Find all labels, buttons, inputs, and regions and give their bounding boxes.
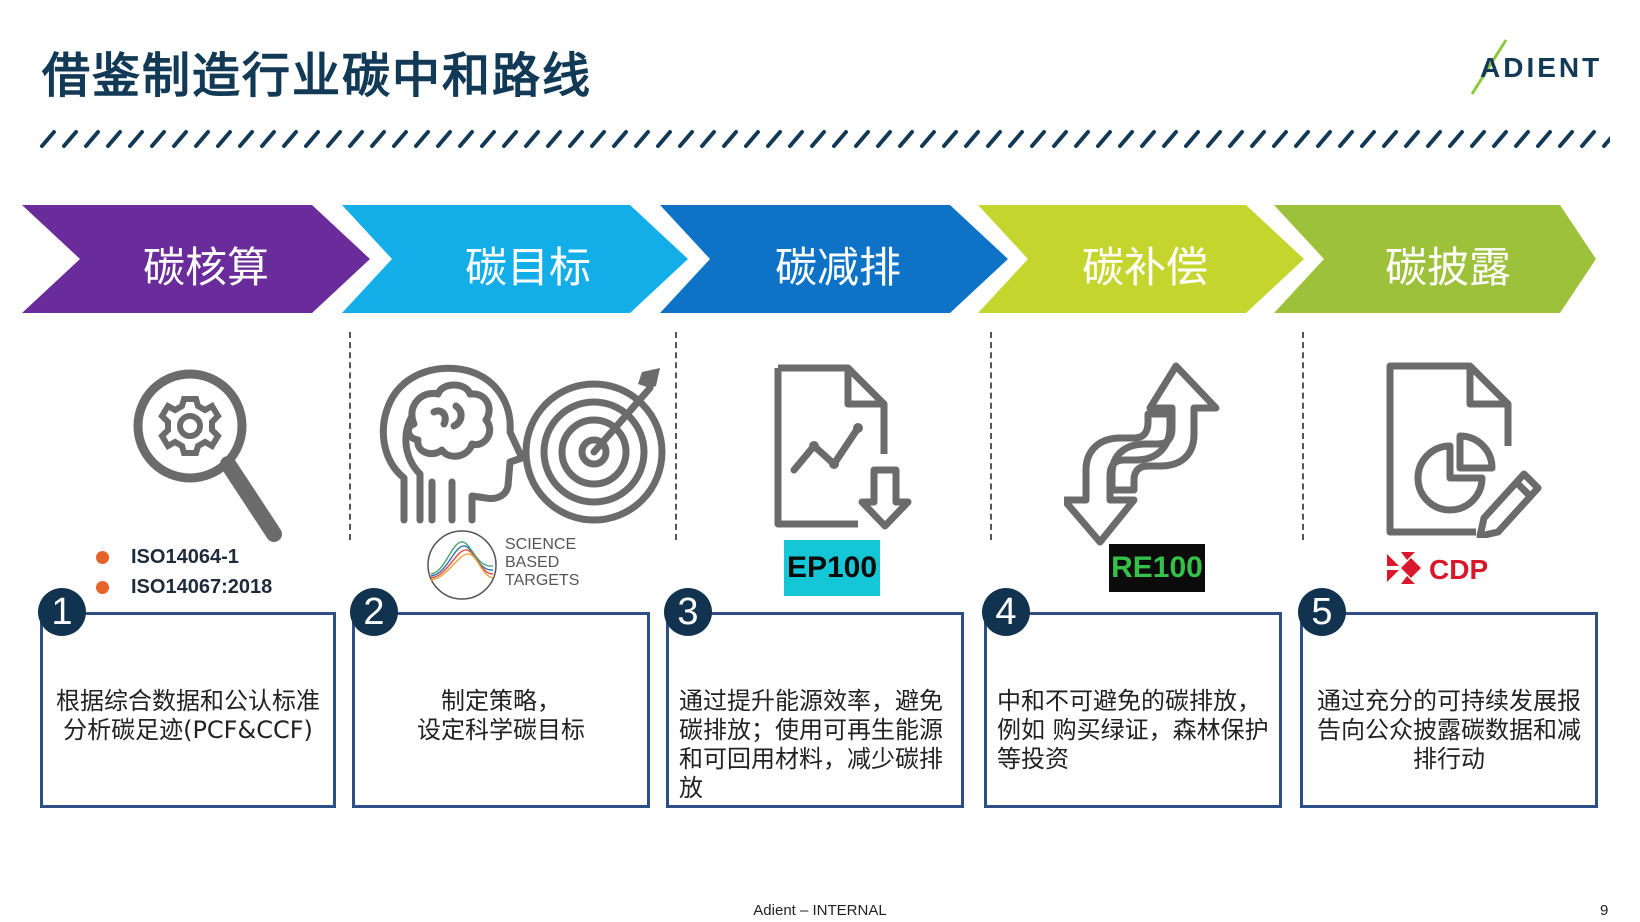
iso-standard: ISO14064-1	[131, 546, 239, 568]
sbt-line: BASED	[505, 554, 560, 571]
column-divider	[1302, 332, 1304, 540]
chevron-label-4: 碳补偿	[1081, 243, 1208, 292]
up-down-arrows-icon	[1064, 362, 1220, 546]
document-chart-down-icon	[774, 364, 912, 530]
chevron-label-3: 碳减排	[774, 243, 901, 292]
step-box-1: 根据综合数据和公认标准分析碳足迹(PCF&CCF)	[40, 612, 336, 808]
step-box-5: 通过充分的可持续发展报告向公众披露碳数据和减排行动	[1300, 612, 1598, 808]
sbt-line: SCIENCE	[505, 536, 577, 553]
page-title: 借鉴制造行业碳中和路线	[42, 48, 593, 104]
step-description: 根据综合数据和公认标准分析碳足迹(PCF&CCF)	[56, 687, 320, 744]
cdp-mark-icon	[1387, 552, 1421, 584]
step-number-badge: 2	[350, 588, 398, 636]
cdp-logo: CDP	[1385, 550, 1505, 590]
bullet-dot-icon	[96, 580, 109, 594]
step-number-badge: 5	[1298, 588, 1346, 636]
step-description: 通过提升能源效率，避免碳排放；使用可再生能源和可回用材料，减少碳排放	[679, 687, 943, 802]
step-box-3: 通过提升能源效率，避免碳排放；使用可再生能源和可回用材料，减少碳排放	[666, 612, 964, 808]
column-divider	[349, 332, 351, 540]
science-based-targets-logo: SCIENCE BASED TARGETS	[425, 528, 595, 602]
chevron-label-5: 碳披露	[1384, 243, 1511, 292]
column-divider	[990, 332, 992, 540]
head-brain-and-target-icon	[379, 364, 666, 524]
re100-logo: RE100	[1109, 544, 1205, 592]
bullet-dot-icon	[96, 550, 109, 564]
adient-logo: ADIENT	[1460, 38, 1620, 100]
step-description: 中和不可避免的碳排放，例如 购买绿证，森林保护等投资	[997, 687, 1269, 773]
magnifier-gear-icon	[133, 369, 282, 542]
page-number: 9	[1600, 902, 1609, 919]
footer-classification: Adient – INTERNAL	[753, 902, 887, 919]
step-box-4: 中和不可避免的碳排放，例如 购买绿证，森林保护等投资	[984, 612, 1282, 808]
cdp-text: CDP	[1429, 554, 1489, 585]
chevron-label-2: 碳目标	[464, 243, 591, 292]
column-divider	[675, 332, 677, 540]
diagonal-stripe-divider	[40, 130, 1610, 148]
ep100-logo: EP100	[784, 540, 880, 596]
sbt-line: TARGETS	[505, 572, 580, 589]
chevron-label-1: 碳核算	[142, 243, 269, 292]
step-number-badge: 1	[38, 588, 86, 636]
step-box-2: 制定策略， 设定科学碳目标	[352, 612, 650, 808]
iso-standard: ISO14067:2018	[131, 576, 273, 598]
list-item: ISO14067:2018	[96, 572, 272, 602]
document-pie-pencil-icon	[1386, 362, 1542, 538]
logo-text: ADIENT	[1480, 52, 1603, 83]
step-number-badge: 4	[982, 588, 1030, 636]
step-description: 制定策略， 设定科学碳目标	[417, 687, 585, 744]
sbt-wave-circle-icon	[427, 530, 497, 600]
list-item: ISO14064-1	[96, 542, 272, 572]
iso-standards-list: ISO14064-1 ISO14067:2018	[96, 542, 272, 602]
step-description: 通过充分的可持续发展报告向公众披露碳数据和减排行动	[1317, 687, 1581, 773]
step-number-badge: 3	[664, 588, 712, 636]
